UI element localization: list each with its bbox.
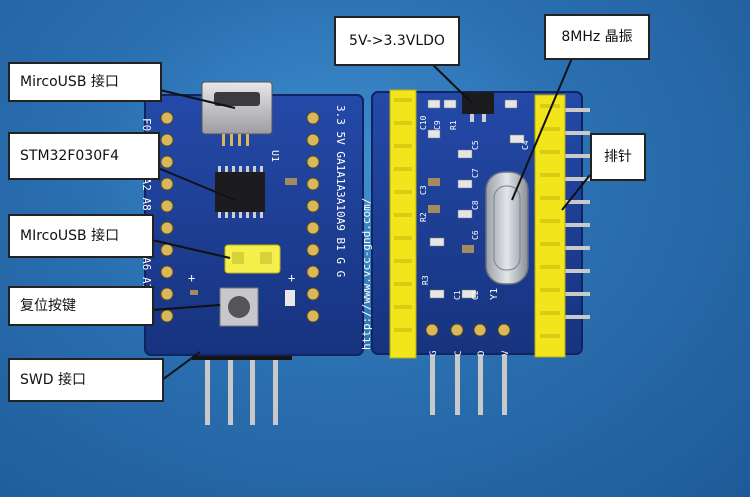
silkscreen-url: http://www.vcc-gnd.com/ bbox=[360, 198, 373, 350]
callout-micro-usb-2: MIrcoUSB 接口 bbox=[8, 214, 154, 258]
callout-stm32: STM32F030F4 bbox=[8, 132, 160, 180]
right-board-left-header bbox=[389, 89, 417, 359]
silk-cap-4: C7 bbox=[471, 168, 480, 178]
svg-text:+: + bbox=[288, 271, 295, 285]
reset-button-part bbox=[219, 287, 259, 327]
silk-cap-6: C4 bbox=[521, 140, 530, 150]
silk-swd-c: C bbox=[454, 351, 464, 356]
silk-cap-10: C6 bbox=[471, 230, 480, 240]
right-board-right-header bbox=[534, 94, 590, 358]
silk-cap-8: C1 bbox=[453, 290, 462, 300]
callout-reset: 复位按键 bbox=[8, 286, 154, 326]
silk-res-2: R2 bbox=[419, 212, 428, 222]
svg-text:+: + bbox=[188, 271, 195, 285]
callout-swd: SWD 接口 bbox=[8, 358, 164, 402]
silk-res-3: R3 bbox=[421, 275, 430, 285]
silk-cap-9: C2 bbox=[471, 290, 480, 300]
silk-res-1: R1 bbox=[449, 120, 458, 130]
jumper-cap bbox=[224, 244, 281, 274]
silk-cap-7: C5 bbox=[471, 140, 480, 150]
silk-swd-v: V bbox=[501, 350, 511, 356]
silkscreen-y1: Y1 bbox=[489, 288, 500, 300]
silk-cap-2: C9 bbox=[433, 120, 442, 130]
callout-crystal: 8MHz 晶振 bbox=[544, 14, 650, 60]
silk-swd-d: D bbox=[477, 351, 487, 356]
callout-header: 排针 bbox=[590, 133, 646, 181]
stm32-chip bbox=[215, 166, 265, 218]
right-board-pins bbox=[430, 350, 507, 415]
silk-cap-3: C8 bbox=[471, 200, 480, 210]
callout-ldo: 5V->3.3VLDO bbox=[334, 16, 460, 66]
left-board: 3.3 5V GA1A1A3A10A9 B1 G G F0 F1 A4 A2 A… bbox=[140, 81, 364, 425]
silkscreen-top-row: 3.3 5V GA1A1A3A10A9 B1 G G bbox=[334, 105, 347, 277]
silk-cap-1: C10 bbox=[419, 115, 428, 130]
callout-micro-usb-1: MircoUSB 接口 bbox=[8, 62, 162, 102]
silk-cap-5: C3 bbox=[419, 185, 428, 195]
right-board: http://www.vcc-gnd.com/ Y1 C10 C9 C8 C7 … bbox=[360, 89, 590, 415]
silkscreen-chip-ref: U1 bbox=[269, 150, 280, 162]
silk-swd-g: G bbox=[429, 351, 439, 356]
crystal-oscillator bbox=[485, 171, 529, 285]
